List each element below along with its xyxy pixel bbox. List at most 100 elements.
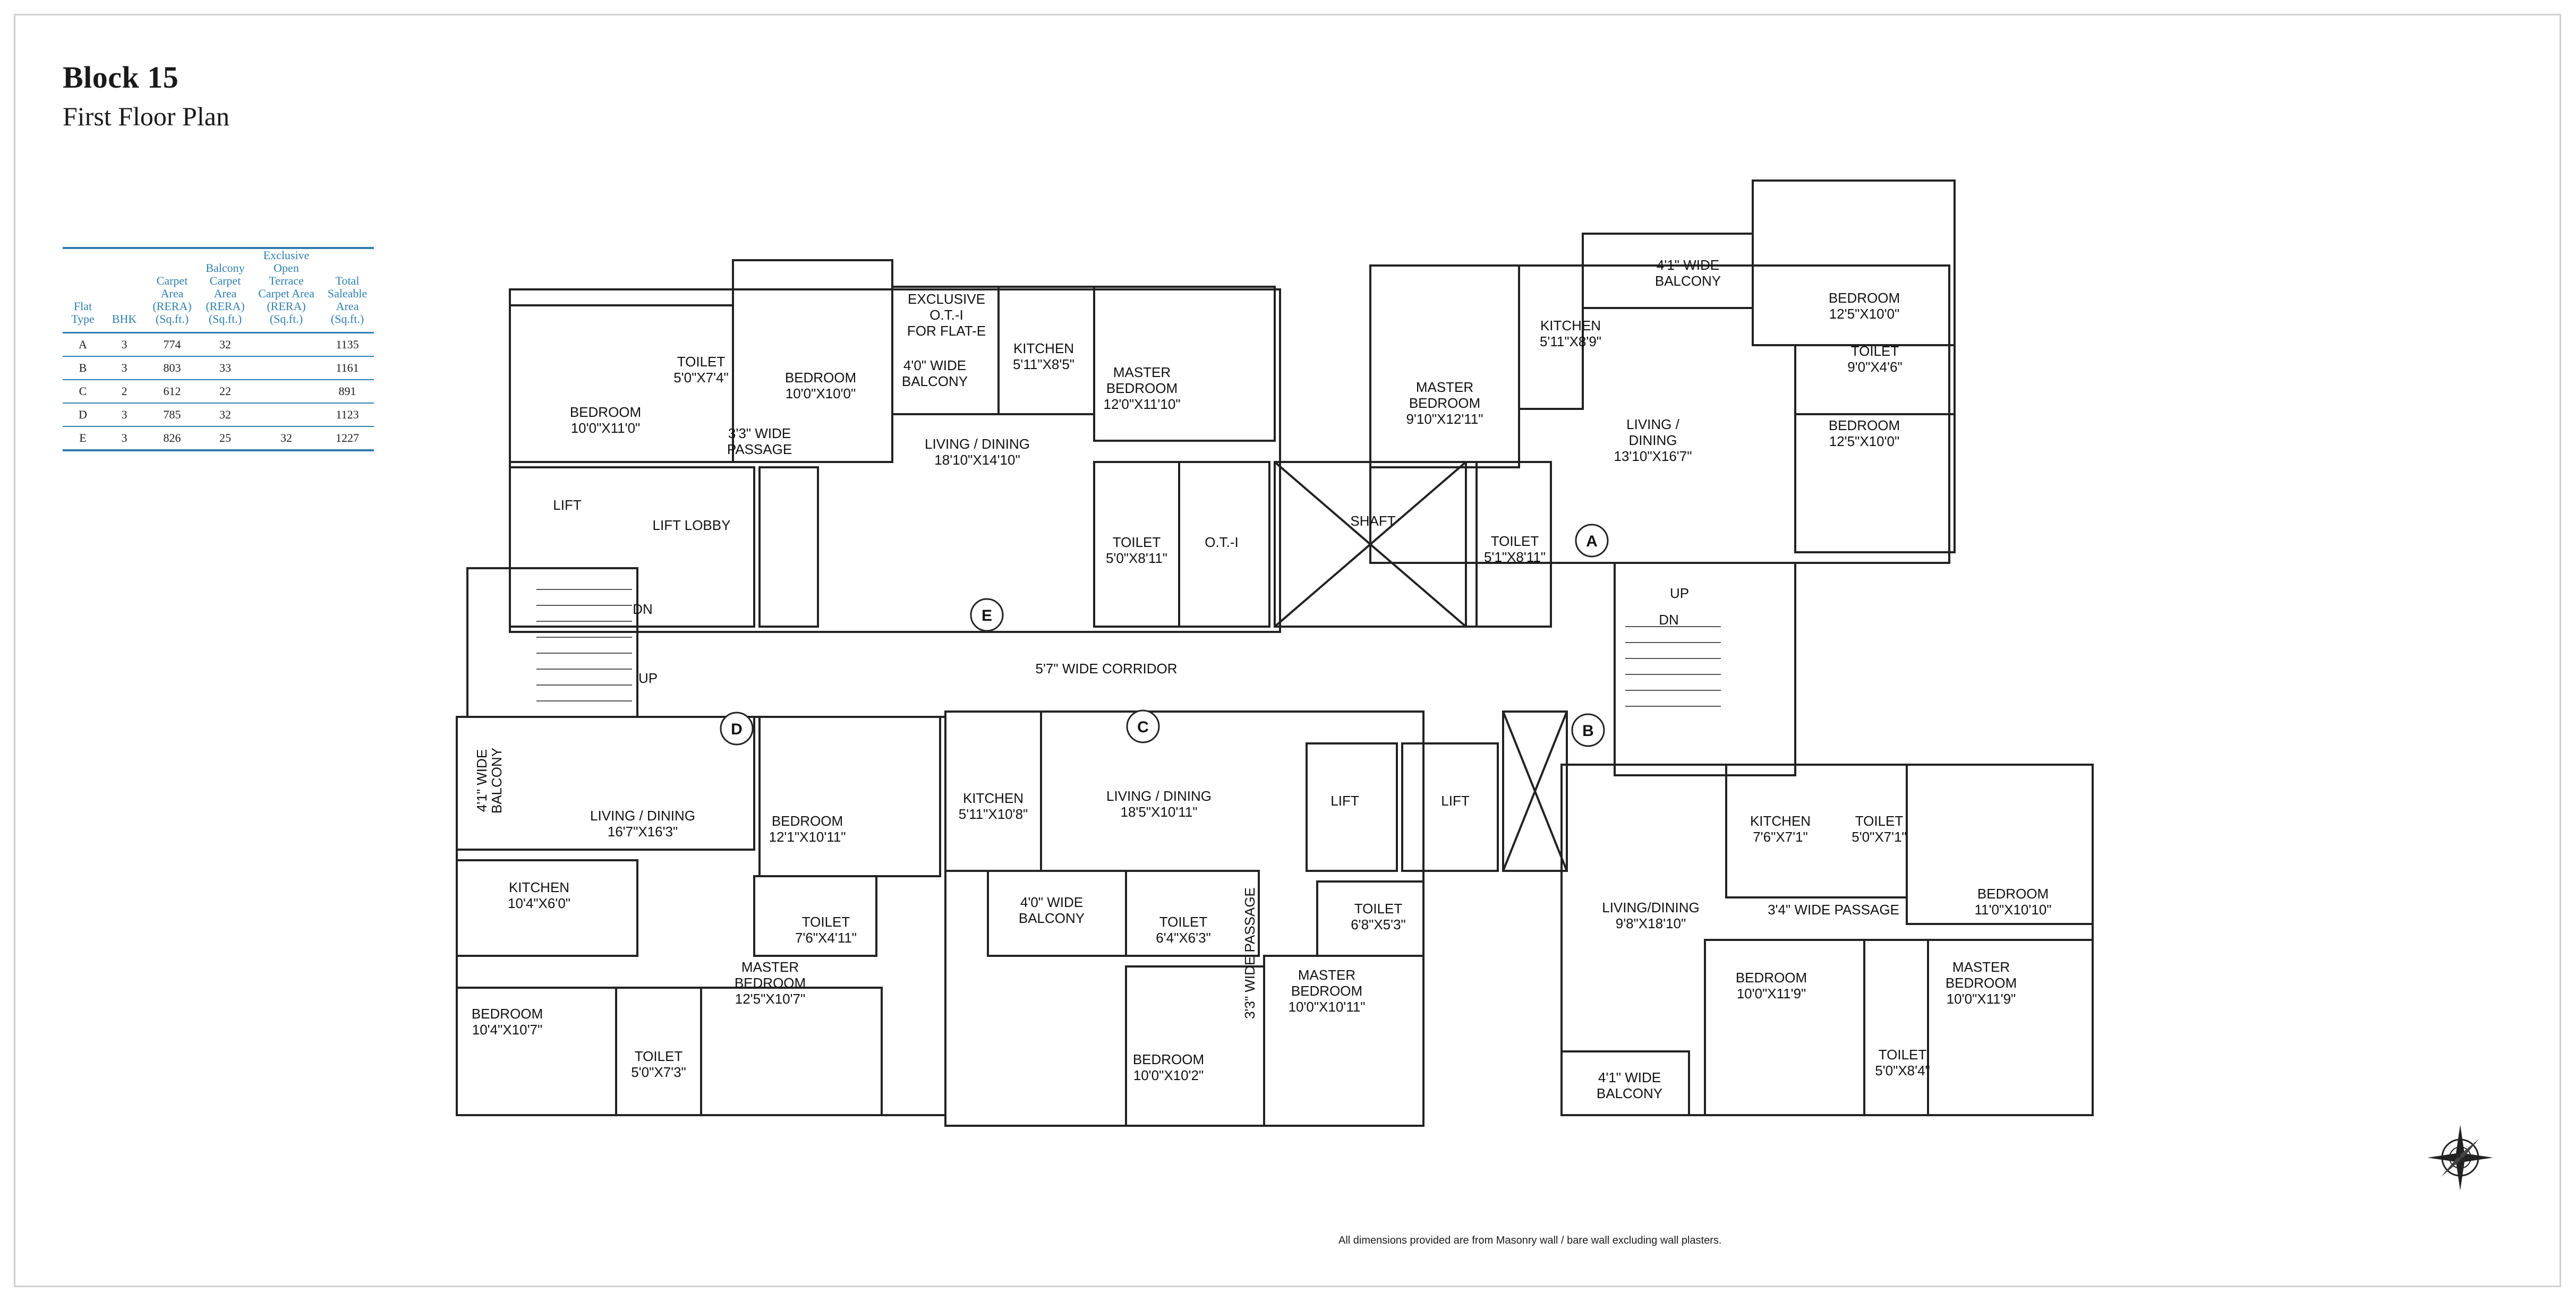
block-title: Block 15 <box>63 60 179 95</box>
table-cell: 774 <box>146 332 199 357</box>
table-cell: 3 <box>103 356 146 380</box>
shaft-label: SHAFT <box>1350 513 1395 529</box>
table-cell: 803 <box>146 356 199 380</box>
table-row: C 2 612 22 891 <box>63 380 374 404</box>
area-table-header: Flat Type BHK Carpet Area (RERA) (Sq.ft.… <box>63 247 374 333</box>
lift-label: LIFT <box>1330 793 1359 809</box>
table-cell: A <box>63 332 103 357</box>
svg-text:C: C <box>1137 718 1149 736</box>
table-cell: 32 <box>199 403 252 427</box>
table-cell: 3 <box>103 403 146 427</box>
stair-treads <box>536 589 1721 707</box>
flat-markers: A B C D E <box>720 524 1609 747</box>
table-cell <box>252 332 321 357</box>
flat-marker-b: B <box>1571 713 1605 747</box>
table-row: B 3 803 33 1161 <box>63 356 374 380</box>
table-row: A 3 774 32 1135 <box>63 332 374 357</box>
table-cell: E <box>63 426 103 451</box>
table-cell: D <box>63 403 103 427</box>
col-balcony-area: Balcony Carpet Area (RERA) (Sq.ft.) <box>199 247 252 333</box>
corridor-label: 5'7" WIDE CORRIDOR <box>1036 661 1178 677</box>
table-cell: 22 <box>199 380 252 404</box>
stair-up-label: UP <box>638 670 658 686</box>
col-carpet-area: Carpet Area (RERA) (Sq.ft.) <box>146 247 199 333</box>
table-cell: 1227 <box>321 426 374 451</box>
table-cell: 1135 <box>321 332 374 357</box>
table-cell: 1161 <box>321 356 374 380</box>
room-label: 4'1" WIDEBALCONY <box>474 748 505 814</box>
table-cell: 612 <box>146 380 199 404</box>
col-bhk: BHK <box>103 247 146 333</box>
table-cell: 1123 <box>321 403 374 427</box>
table-cell: 3 <box>103 332 146 357</box>
table-cell: 2 <box>103 380 146 404</box>
table-cell: C <box>63 380 103 404</box>
table-cell: 785 <box>146 403 199 427</box>
lift-label: LIFT <box>553 497 582 513</box>
col-flat-type: Flat Type <box>63 247 103 333</box>
stair-dn-label: DN <box>1659 612 1679 628</box>
table-cell: 33 <box>199 356 252 380</box>
passage-label: 3'4" WIDE PASSAGE <box>1768 902 1899 918</box>
floor-plan-subtitle: First Floor Plan <box>63 101 229 131</box>
svg-text:A: A <box>1586 533 1598 550</box>
flat-marker-e: E <box>970 598 1004 632</box>
flat-marker-c: C <box>1126 709 1160 743</box>
stair-up-label: UP <box>1670 585 1689 601</box>
lift-lobby-label: LIFT LOBBY <box>653 517 731 533</box>
open-terrace-label: O.T.-I <box>1205 534 1239 550</box>
table-cell: 3 <box>103 426 146 451</box>
svg-text:E: E <box>982 607 992 624</box>
col-saleable-area: Total Saleable Area (Sq.ft.) <box>321 247 374 333</box>
col-terrace-area: Exclusive Open Terrace Carpet Area (RERA… <box>252 247 321 333</box>
svg-text:B: B <box>1582 722 1594 740</box>
table-cell <box>252 403 321 427</box>
table-cell: B <box>63 356 103 380</box>
table-cell: 891 <box>321 380 374 404</box>
flat-marker-a: A <box>1575 524 1609 558</box>
flat-marker-d: D <box>720 712 754 746</box>
table-cell: 32 <box>252 426 321 451</box>
wall-outlines <box>456 179 2094 1127</box>
lift-label: LIFT <box>1441 793 1470 809</box>
drawing-frame <box>14 14 2561 1287</box>
dimension-footnote: All dimensions provided are from Masonry… <box>1338 1235 1722 1246</box>
table-cell <box>252 380 321 404</box>
passage-label: 3'3" WIDE PASSAGE <box>1242 887 1258 1019</box>
compass-rose-icon <box>2427 1125 2493 1191</box>
table-cell: 826 <box>146 426 199 451</box>
